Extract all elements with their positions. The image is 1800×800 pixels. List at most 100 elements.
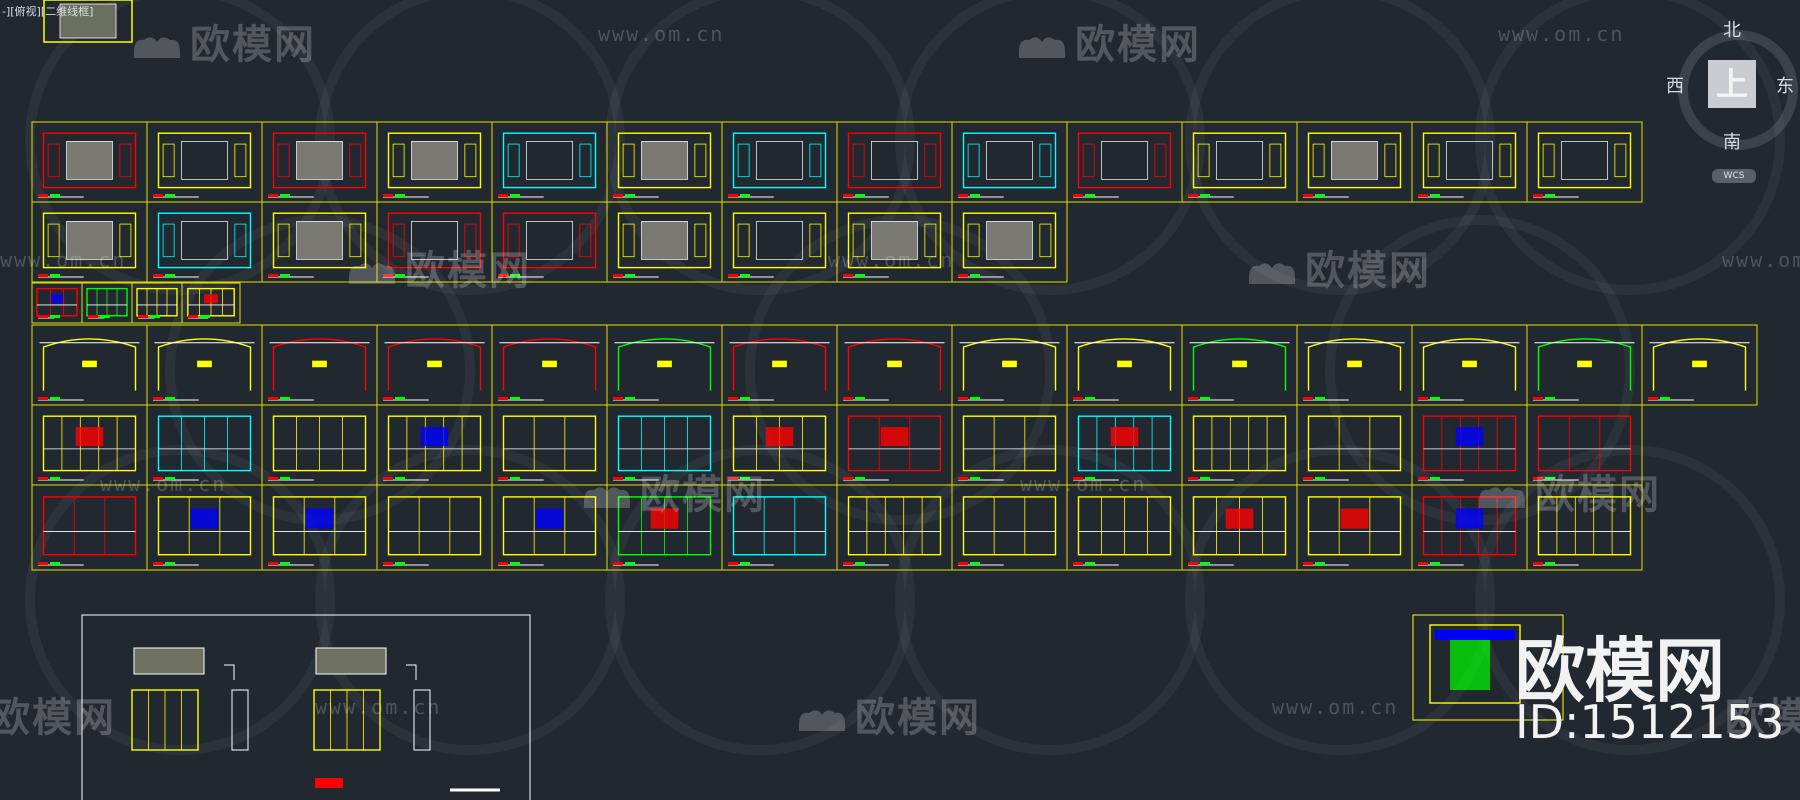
title-mark [150,315,160,318]
cell-frame [1526,484,1643,571]
cell-frame [1181,404,1298,486]
side-panel [852,223,865,258]
watermark-logo: 欧模网 [1245,238,1431,296]
drawing-cell [376,121,493,203]
arch-outline [272,338,367,391]
drawing-cell [1411,324,1528,406]
cabinet-outline [1422,415,1517,472]
viewport-label[interactable]: -][俯视][二维线框] [2,5,94,18]
drawing-cell [951,121,1068,203]
elevation-outline [42,132,137,189]
drawing-cell [1181,404,1298,486]
title-mark [1303,562,1313,565]
title-mark [510,477,520,480]
drawing-cell [951,201,1068,283]
drawing-cell [81,282,133,324]
color-block [1340,508,1369,529]
cell-frame [1526,121,1643,203]
title-mark [138,315,148,318]
color-block [305,508,334,529]
label-block [1117,360,1132,368]
cell-frame [1411,121,1528,203]
title-mark [50,562,60,565]
watermark-logo: 欧模网 [130,12,316,70]
wcs-menu-button[interactable]: WCS [1712,169,1756,183]
arch-outline [157,338,252,391]
view-cube-top-face[interactable]: 上 [1708,60,1756,108]
title-mark [1533,477,1543,480]
side-panel [162,143,175,178]
title-mark [1545,397,1555,400]
compass-south[interactable]: 南 [1723,132,1741,153]
title-mark [1188,477,1198,480]
center-panel [641,141,688,180]
drawing-cell [1296,484,1413,571]
title-mark [1533,562,1543,565]
drawing-cell [261,324,378,406]
sofa-icon [1249,263,1295,284]
side-panel [507,143,520,178]
side-panel [1197,143,1210,178]
center-panel [756,141,803,180]
title-mark [1315,194,1325,197]
title-mark [613,562,623,565]
title-mark [1545,562,1555,565]
watermark-circle [25,0,335,295]
compass-north[interactable]: 北 [1723,20,1741,41]
title-mark [970,397,980,400]
side-panel [119,143,132,178]
title-mark [165,477,175,480]
center-panel [871,221,918,260]
watermark-url: www.om.cn [1020,472,1147,496]
arch-outline [1537,338,1632,391]
side-panel [234,143,247,178]
title-mark [1085,477,1095,480]
title-mark [843,477,853,480]
title-mark [268,274,278,277]
title-mark [383,477,393,480]
side-panel [277,223,290,258]
detail-tag [315,778,343,788]
cabinet-outline [1537,496,1632,556]
compass-east[interactable]: 东 [1776,76,1794,97]
drawing-cell [836,324,953,406]
arch-outline [962,338,1057,391]
drawing-cell [951,484,1068,571]
cabinet-outline [847,415,942,472]
title-mark [958,397,968,400]
cabinet-outline [272,496,367,556]
view-cube[interactable]: 上 北 南 西 东 [1666,20,1798,153]
compass-west[interactable]: 西 [1666,76,1684,97]
title-mark [165,562,175,565]
title-mark [395,274,405,277]
title-mark [1303,194,1313,197]
title-mark [1200,477,1210,480]
drawing-cell [1296,324,1413,406]
title-mark [1430,477,1440,480]
title-mark [50,274,60,277]
compass-ring[interactable] [1678,30,1798,150]
title-mark [1315,477,1325,480]
title-mark [1418,397,1428,400]
drawing-cell [1066,324,1183,406]
title-mark [38,274,48,277]
side-panel [579,223,592,258]
drawing-cell [1411,484,1528,571]
side-panel [1039,143,1052,178]
drawing-cell [1411,404,1528,486]
title-mark [1200,194,1210,197]
title-mark [153,562,163,565]
arch-outline [1652,338,1747,391]
brand-stamp: 欧模网 [1515,630,1725,712]
title-mark [728,194,738,197]
title-mark [280,477,290,480]
elevation-outline [502,132,597,189]
title-mark [38,477,48,480]
title-mark [958,562,968,565]
elevation-outline [387,212,482,269]
sofa-icon [134,37,180,58]
color-block [75,427,104,447]
title-mark [188,315,198,318]
bottom-detail-panel [81,614,531,800]
